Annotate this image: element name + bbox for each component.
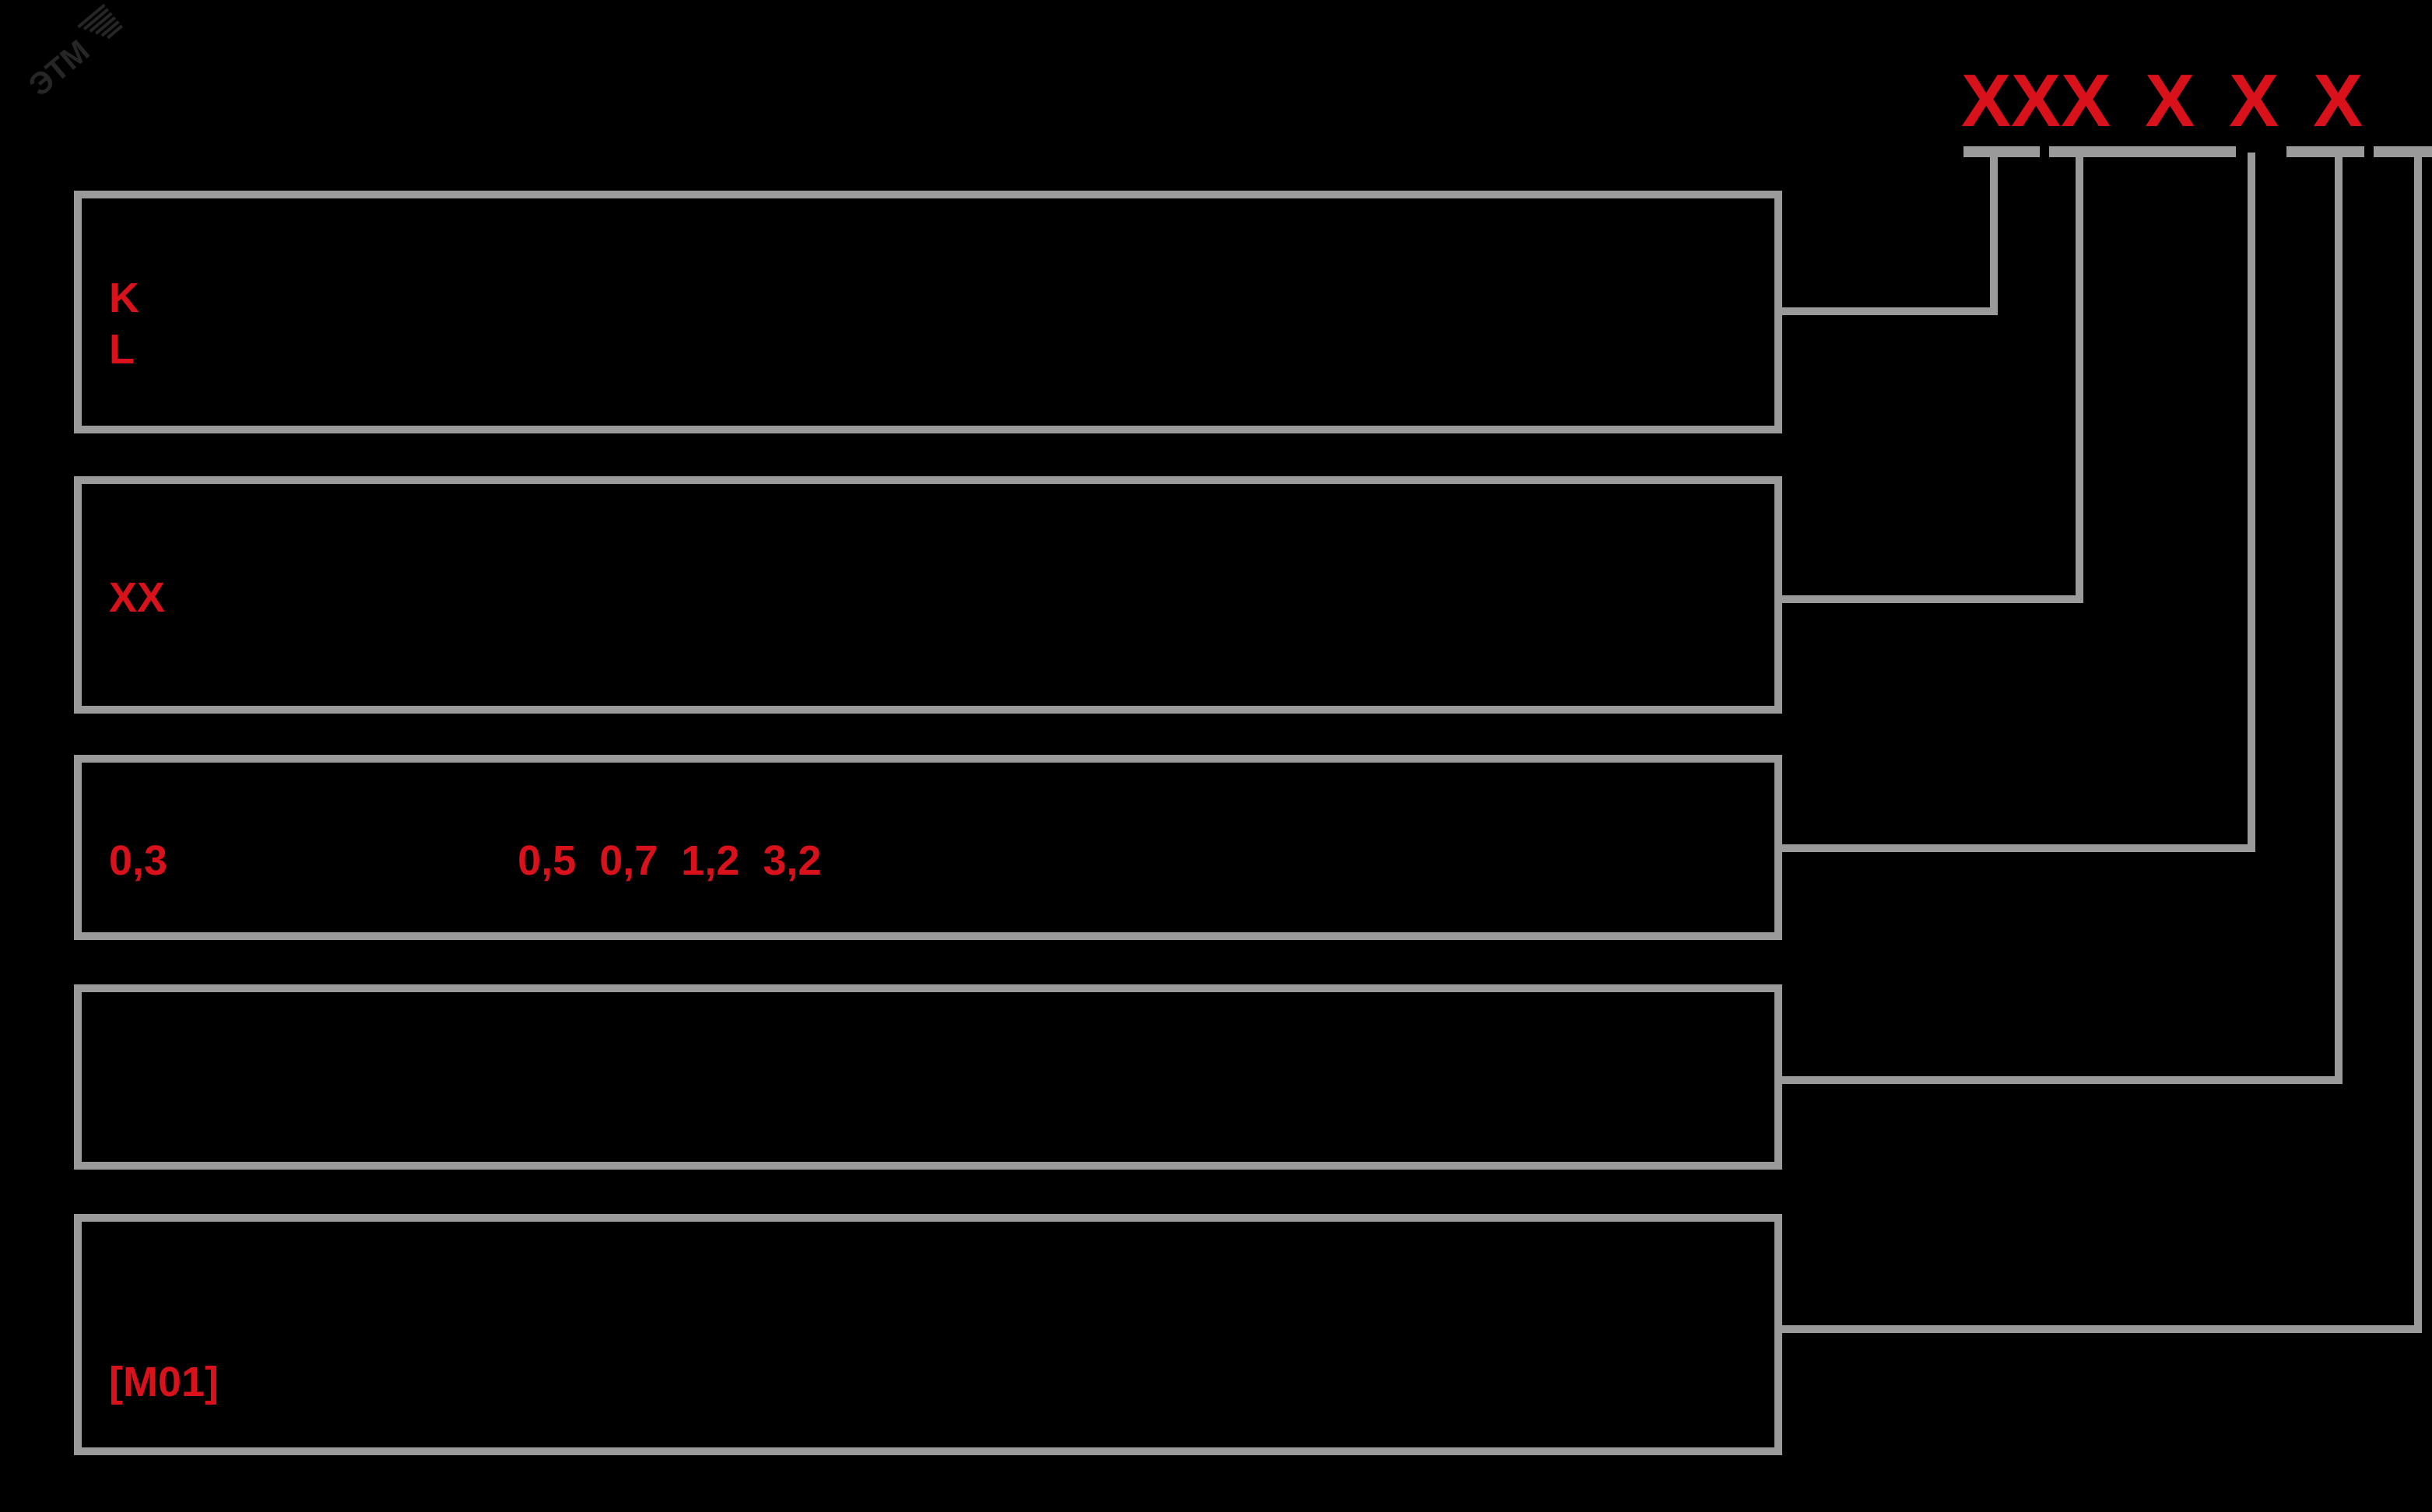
connector-1-horizontal xyxy=(1782,307,1998,315)
code-cap-1 xyxy=(1963,146,2040,157)
description-box-3: 0,3 0,5 0,7 1,2 3,2 xyxy=(74,755,1782,940)
description-box-2: XX xyxy=(74,476,1782,714)
box-3-text: 0,3 0,5 0,7 1,2 3,2 xyxy=(109,837,822,884)
etm-watermark-logo: ЭТМ xyxy=(6,3,154,103)
connector-4-vertical xyxy=(2335,153,2343,1083)
connector-3-horizontal xyxy=(1782,844,2255,852)
connector-2-horizontal xyxy=(1782,595,2083,603)
code-cap-2 xyxy=(2049,146,2236,157)
description-box-4 xyxy=(74,984,1782,1170)
connector-2-vertical xyxy=(2076,153,2083,602)
box-2-text: XX xyxy=(109,574,166,621)
code-cap-3 xyxy=(2286,146,2364,157)
connector-4-horizontal xyxy=(1782,1076,2343,1084)
box-5-text: [M01] xyxy=(109,1359,219,1405)
svg-text:ЭТМ: ЭТМ xyxy=(23,33,96,96)
connector-5-vertical xyxy=(2414,153,2422,1332)
connector-3-vertical xyxy=(2248,153,2255,851)
code-segment-1: XXX xyxy=(1961,59,2111,142)
code-segment-4: X xyxy=(2313,59,2364,142)
code-cap-4 xyxy=(2374,146,2432,157)
code-segment-3: X xyxy=(2229,59,2279,142)
description-box-1: K L xyxy=(74,191,1782,433)
connector-5-horizontal xyxy=(1782,1325,2422,1333)
box-1-text: K L xyxy=(109,275,139,373)
connector-1-vertical xyxy=(1990,153,1998,314)
code-segment-2: X xyxy=(2145,59,2195,142)
description-box-5: [M01] xyxy=(74,1214,1782,1455)
